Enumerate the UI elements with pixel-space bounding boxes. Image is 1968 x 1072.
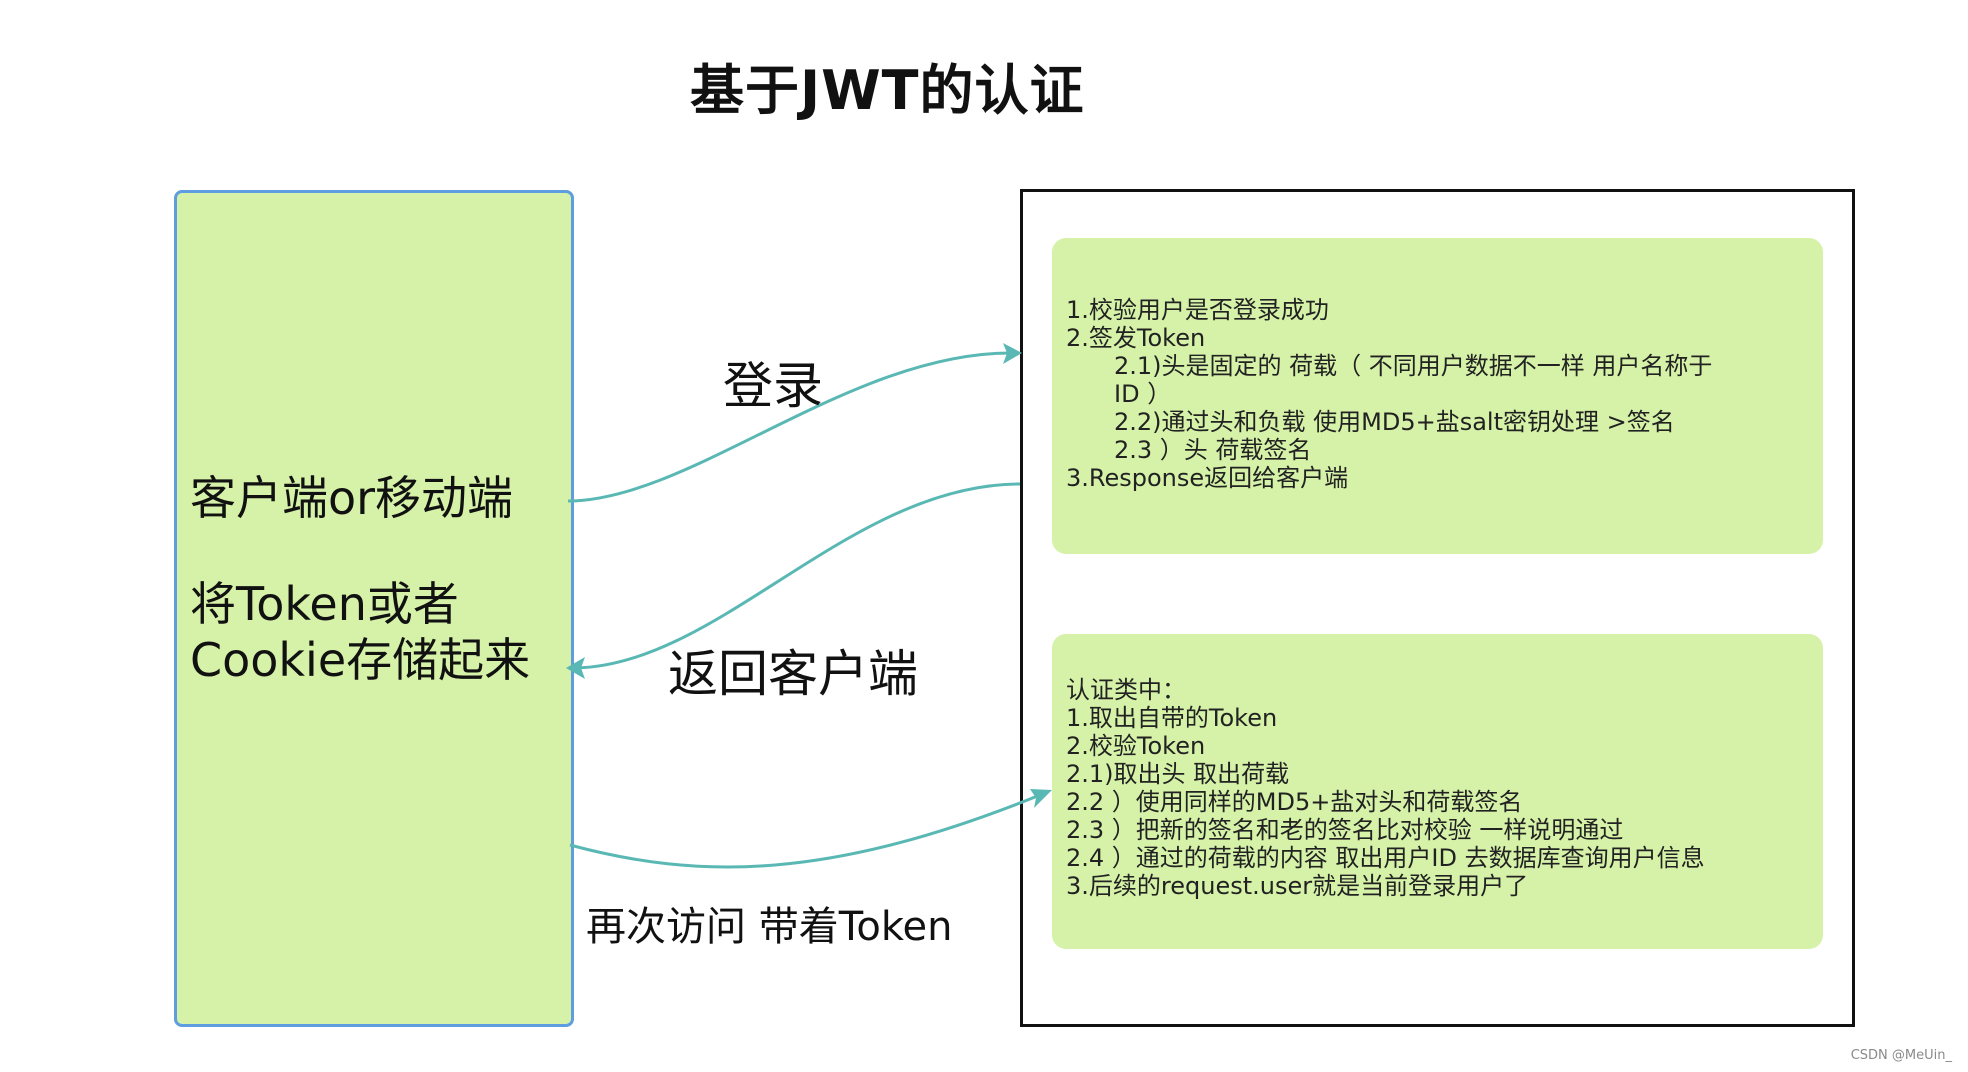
revisit-arrow [569,793,1041,869]
login-step-line: ID ） [1114,380,1172,408]
login-step-line: 2.签发Token [1066,324,1206,352]
return-arrow [575,482,1021,670]
auth-process-text: 认证类中： 1.取出自带的Token 2.校验Token 2.1)取出头 取出荷… [1066,676,1705,900]
login-label: 登录 [723,357,823,415]
login-step-line: 2.3 ）头 荷载签名 [1114,436,1312,464]
login-arrowhead [1003,343,1022,364]
auth-step-line: 2.2 ）使用同样的MD5+盐对头和荷载签名 [1066,788,1523,816]
return-label: 返回客户端 [668,645,918,703]
revisit-label: 再次访问 带着Token [586,904,953,950]
watermark: CSDN @MeUin_ [1850,1048,1952,1063]
login-step-line: 2.2)通过头和负载 使用MD5+盐salt密钥处理 >签名 [1114,408,1675,436]
auth-step-line: 2.校验Token [1066,732,1206,760]
login-step-line: 3.Response返回给客户端 [1066,464,1349,492]
auth-step-line: 3.后续的request.user就是当前登录用户了 [1066,872,1529,900]
auth-step-line: 2.1)取出头 取出荷载 [1066,760,1290,788]
login-process-text: 1.校验用户是否登录成功 2.签发Token 2.1)头是固定的 荷载（ 不同用… [1066,296,1712,492]
login-process-panel [1052,238,1823,554]
auth-step-line: 2.4 ）通过的荷载的内容 取出用户ID 去数据库查询用户信息 [1066,844,1705,872]
client-storage-line-1: 将Token或者 [190,577,459,631]
diagram-title: 基于JWT的认证 [690,59,1085,122]
client-box [174,190,574,1027]
return-arrowhead [566,657,585,679]
auth-step-line: 2.3 ）把新的签名和老的签名比对校验 一样说明通过 [1066,816,1624,844]
auth-process-panel [1052,634,1823,949]
login-step-line: 1.校验用户是否登录成功 [1066,296,1329,324]
login-step-line: 2.1)头是固定的 荷载（ 不同用户数据不一样 用户名称于 [1114,352,1713,380]
auth-step-line: 认证类中： [1066,676,1186,704]
client-storage-line-2: Cookie存储起来 [190,633,531,687]
revisit-arrowhead [1030,789,1052,808]
client-label: 客户端or移动端 [190,471,514,525]
login-arrow [567,351,1013,503]
auth-step-line: 1.取出自带的Token [1066,704,1278,732]
